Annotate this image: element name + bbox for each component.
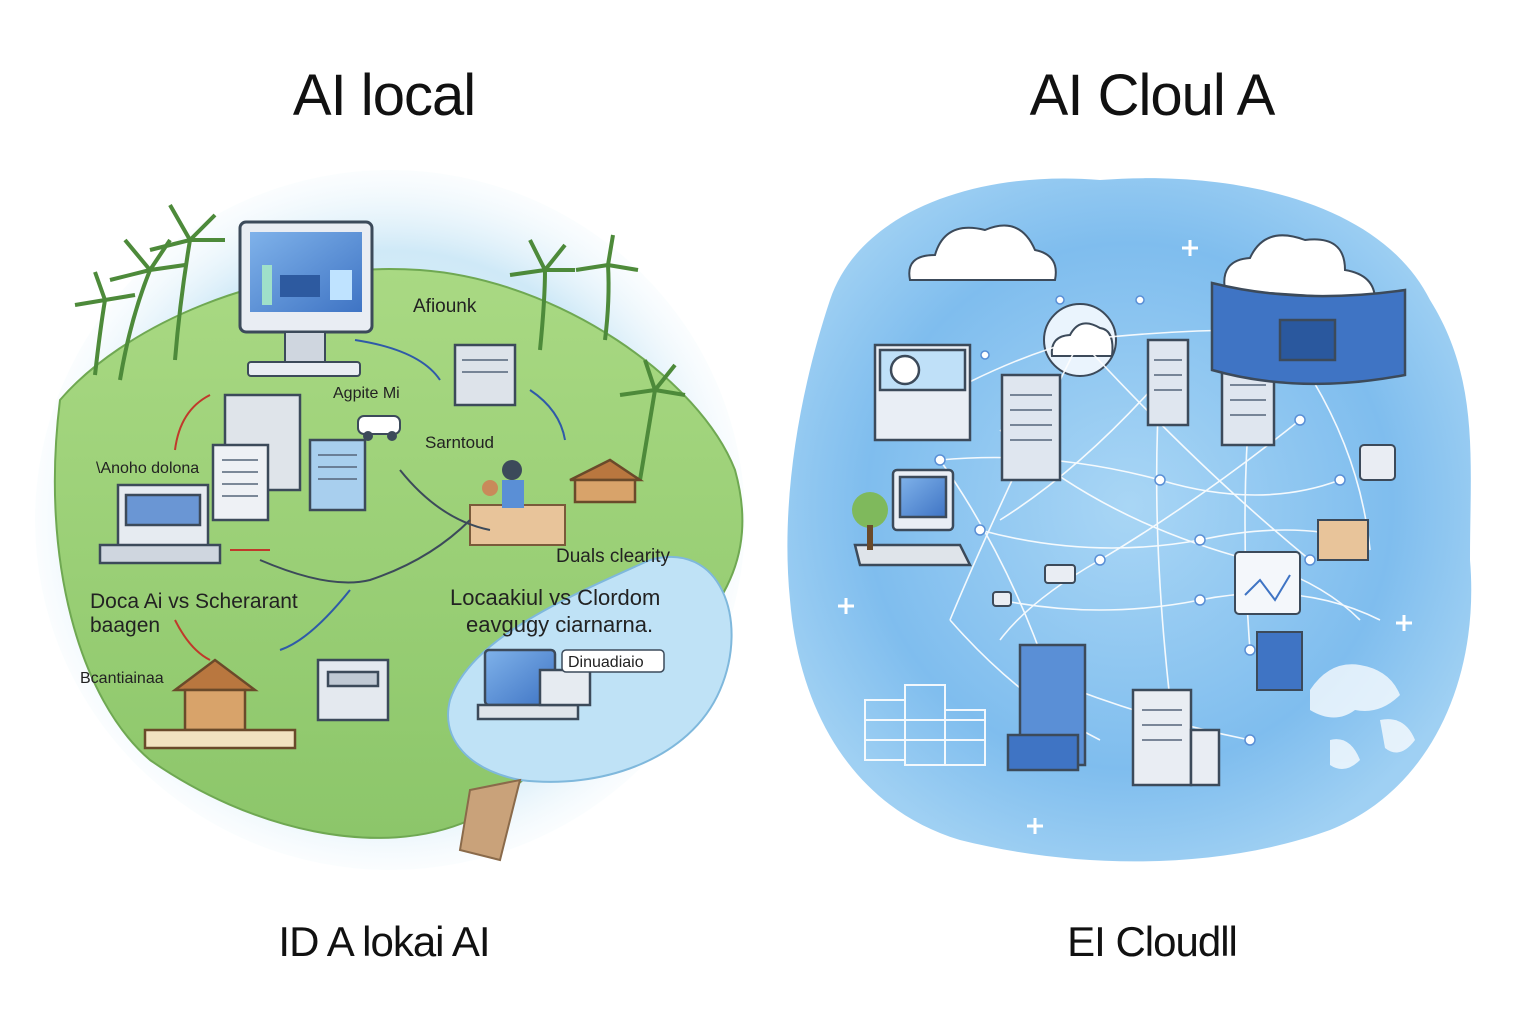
monitor-icon (238, 220, 374, 377)
device-icon (992, 444, 1396, 607)
label-doca-1: Doca Ai vs Scherarant (90, 590, 298, 613)
cloud-server-icon (1000, 338, 1276, 787)
label-duals: Duals clearity (556, 546, 671, 567)
label-top: Afiounk (413, 296, 477, 317)
server-icon (98, 343, 517, 722)
car-icon (357, 415, 401, 441)
right-caption: EI Cloudll (1067, 918, 1238, 965)
cloud-icon (908, 224, 1377, 377)
tag-box (561, 649, 665, 673)
right-title: AI Cloul A (1029, 63, 1276, 128)
label-bottom: Bcantiainaa (80, 670, 164, 687)
datacenter-icon (873, 343, 972, 442)
hut-icon (143, 458, 645, 750)
plus-sparkle-icon (838, 240, 1412, 834)
dashboard-panel (1210, 281, 1407, 386)
chart-card-icon (1234, 519, 1369, 691)
palm-tree-icon (74, 204, 686, 481)
cloud-server-rack-lines (1010, 359, 1266, 741)
server-rack-lines (222, 359, 508, 497)
tree-icon (852, 492, 888, 550)
label-tag: Dinuadiaio (568, 654, 644, 671)
label-doca-2: baagen (90, 614, 160, 637)
cloud-monitor-icon (853, 468, 973, 567)
label-local-2: eavgugy ciarnarna. (466, 612, 653, 637)
city-outline-icon (864, 684, 986, 766)
label-west: \Anoho dolona (96, 460, 199, 477)
left-title: AI local (292, 63, 476, 128)
flow-arrows (174, 339, 566, 661)
label-apple: Agpite Mi (333, 385, 400, 402)
world-map-icon (1310, 664, 1415, 769)
label-sanctuary: Sarntoud (425, 433, 494, 452)
label-local-1: Locaakiul vs Clordom (450, 585, 660, 610)
left-caption: ID A lokai AI (278, 918, 490, 965)
laptop-icon (476, 648, 592, 721)
